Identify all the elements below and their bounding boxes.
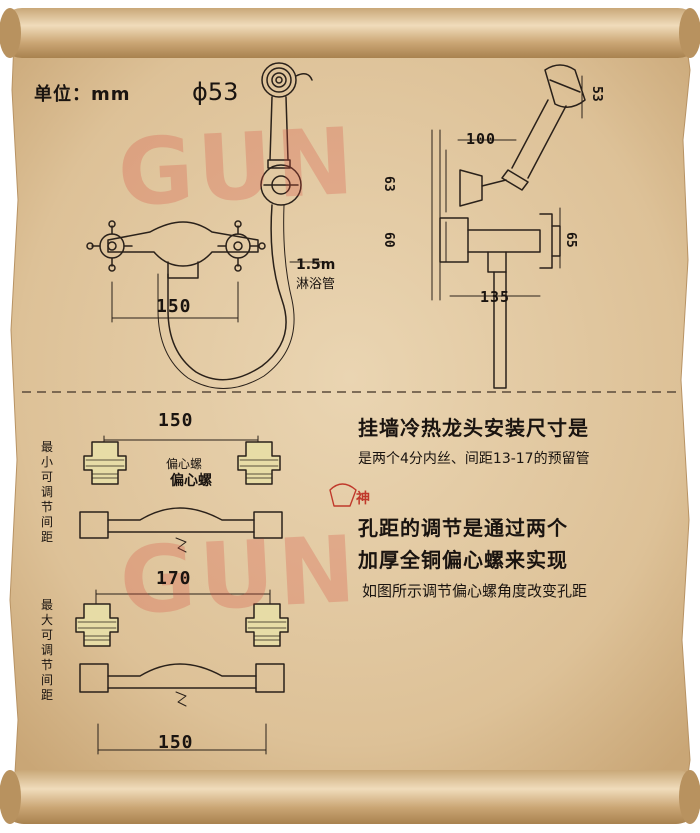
bottom-roll <box>0 770 700 824</box>
notes-line3: 如图所示调节偏心螺角度改变孔距 <box>362 582 588 600</box>
notes-line2: 加厚全铜偏心螺来实现 <box>358 548 568 572</box>
min-label: 最小可调节间距 <box>40 440 53 544</box>
dim-right-height: 65 <box>563 232 578 248</box>
dim-min-spacing: 150 <box>158 410 194 431</box>
max-label: 最大可调节间距 <box>40 598 53 702</box>
dim-head-height: 53 <box>589 86 604 102</box>
dim-body-height: 60 <box>381 232 396 248</box>
unit-label: 单位：mm <box>34 84 131 105</box>
dim-valve-spacing: 150 <box>156 296 192 317</box>
hose-length: 1.5m <box>296 257 336 273</box>
top-roll <box>0 8 700 58</box>
side-view <box>431 64 586 389</box>
hose-name: 淋浴管 <box>296 277 336 292</box>
max-spacing-diagram <box>75 589 289 755</box>
notes-heading: 挂墙冷热龙头安装尺寸是 <box>358 416 589 440</box>
dim-max-spacing: 170 <box>156 568 192 589</box>
watermark-bottom: GUN <box>117 515 362 636</box>
eccentric-label-1: 偏心螺 <box>166 457 203 471</box>
dim-bottom-spacing: 150 <box>158 732 194 753</box>
notes-logo: 神 <box>356 491 370 507</box>
min-spacing-diagram <box>79 435 283 553</box>
dim-holder-width: 100 <box>466 130 497 148</box>
eccentric-label-2: 偏心螺 <box>170 473 212 489</box>
front-view <box>86 62 329 389</box>
notes-sub: 是两个4分内丝、间距13-17的预留管 <box>358 451 590 467</box>
diameter-label: ϕ53 <box>192 78 239 106</box>
notes-line1: 孔距的调节是通过两个 <box>358 516 568 540</box>
dim-holder-height: 63 <box>381 176 396 192</box>
dim-depth: 135 <box>480 288 511 306</box>
watermark-top: GUN <box>115 107 360 228</box>
